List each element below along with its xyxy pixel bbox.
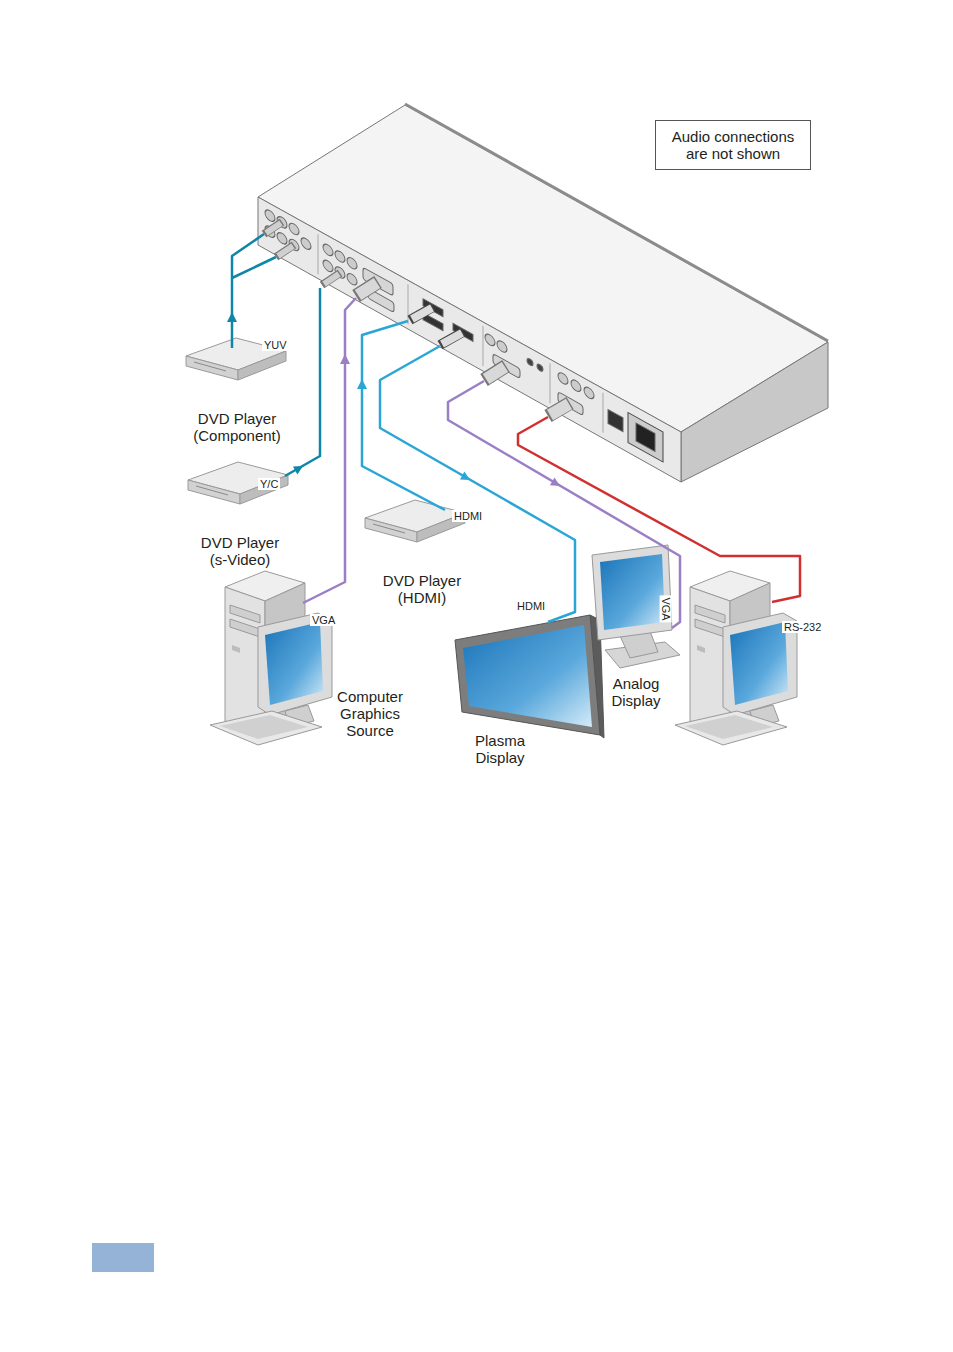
device-caption: DVD Player (Component) [191, 410, 283, 444]
node-text: DVD Player (Component) [191, 410, 283, 444]
device-caption: Plasma Display [454, 732, 546, 766]
node-text: Analog Display [590, 675, 682, 709]
node-text: DVD Player (HDMI) [376, 572, 468, 606]
signal-label: HDMI [515, 600, 547, 612]
signal-label: VGA [660, 595, 672, 622]
device-caption: DVD Player (HDMI) [376, 572, 468, 606]
signal-label: VGA [310, 614, 337, 626]
device-caption: Analog Display [590, 675, 682, 709]
node-text: Audio connections are not shown [664, 128, 802, 162]
node-text: Plasma Display [454, 732, 546, 766]
node-text: Computer Graphics Source [324, 688, 416, 739]
note-box: Audio connections are not shown [655, 120, 811, 170]
signal-label: Y/C [258, 478, 280, 490]
signal-label: YUV [262, 339, 289, 351]
signal-label: RS-232 [782, 621, 823, 633]
node-text: DVD Player (s-Video) [194, 534, 286, 568]
device-caption: Computer Graphics Source [324, 688, 416, 739]
signal-label: HDMI [452, 510, 484, 522]
device-caption: DVD Player (s-Video) [194, 534, 286, 568]
